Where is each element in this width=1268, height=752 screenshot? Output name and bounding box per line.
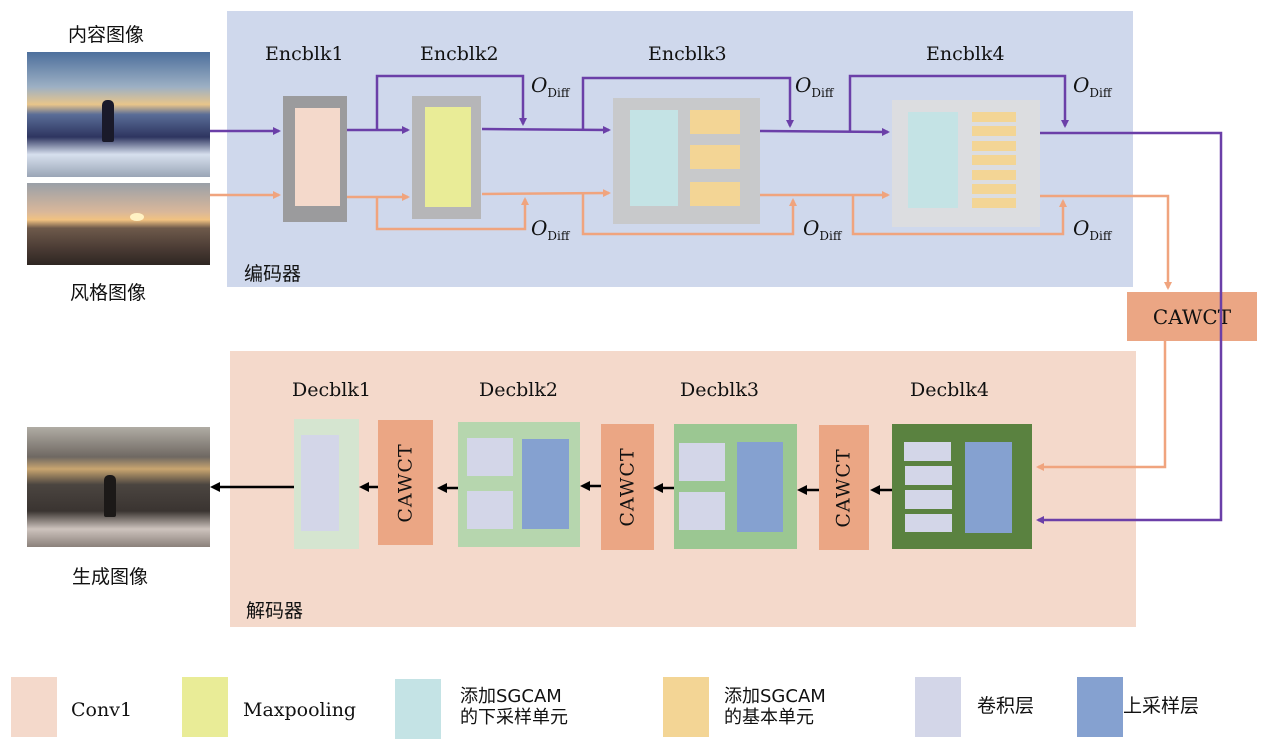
content-path: [759, 127, 890, 136]
downsample-sgcam-unit: [908, 112, 958, 208]
conv-layer: [905, 490, 952, 509]
odiff-label: ODiff: [803, 216, 842, 243]
decblk1-title: Decblk1: [292, 379, 371, 401]
encblk1-title: Encblk1: [265, 43, 344, 65]
odiff-skip-path: [375, 74, 527, 130]
content-image-label: 内容图像: [68, 24, 145, 46]
style-path: [481, 189, 611, 198]
legend-swatch-downsample-sgcam: [395, 679, 441, 739]
sgcam-basic-unit: [972, 184, 1016, 194]
encoder-label: 编码器: [244, 263, 302, 285]
sgcam-basic-unit: [972, 141, 1016, 151]
conv-layer: [301, 435, 339, 531]
upsample-layer: [965, 442, 1012, 533]
decblk4: [892, 424, 1032, 549]
decblk4-title: Decblk4: [910, 379, 989, 401]
odiff-label: ODiff: [531, 73, 570, 100]
conv-layer: [905, 466, 952, 485]
odiff-skip-path: [848, 74, 1069, 132]
odiff-skip-path: [851, 195, 1067, 236]
upsample-layer: [737, 442, 783, 532]
encblk4: [892, 100, 1040, 227]
maxpooling-unit: [425, 107, 471, 207]
legend-swatch-sgcam-basic: [663, 677, 709, 737]
conv-layer: [467, 438, 513, 476]
sgcam-basic-unit: [972, 198, 1016, 208]
legend-swatch-upsample-layer: [1077, 677, 1123, 737]
odiff-label: ODiff: [531, 216, 570, 243]
legend-label-upsample-layer: 上采样层: [1123, 695, 1200, 717]
conv-layer: [467, 491, 513, 529]
content-path: [1036, 131, 1223, 524]
encblk3-title: Encblk3: [648, 43, 727, 65]
decoder-label: 解码器: [246, 600, 304, 622]
odiff-label: ODiff: [1073, 216, 1112, 243]
cawct-module: CAWCT: [819, 425, 869, 550]
odiff-skip-path: [375, 197, 529, 231]
sgcam-basic-unit: [972, 126, 1016, 136]
conv-layer: [904, 442, 951, 461]
sgcam-basic-unit: [972, 112, 1016, 122]
upsample-layer: [522, 439, 569, 529]
legend-label-conv-layer: 卷积层: [977, 695, 1035, 717]
style-image: [27, 183, 210, 265]
conv-layer: [905, 514, 952, 532]
style-image-label: 风格图像: [70, 282, 147, 304]
generated-image-label: 生成图像: [72, 566, 149, 588]
encblk3: [613, 98, 760, 224]
encblk2: [412, 96, 481, 219]
content-path: [481, 125, 611, 134]
conv1-unit: [295, 108, 340, 206]
sgcam-basic-unit: [972, 170, 1016, 180]
legend-label-maxpooling: Maxpooling: [243, 699, 357, 721]
encblk2-title: Encblk2: [420, 43, 499, 65]
conv-layer: [679, 492, 725, 530]
decblk1: [294, 419, 359, 549]
style-path: [1036, 341, 1167, 471]
decblk3: [674, 424, 797, 549]
cawct-module: CAWCT: [601, 424, 654, 550]
sgcam-basic-unit: [690, 145, 740, 169]
generated-image: [27, 427, 210, 547]
conv-layer: [679, 443, 725, 481]
sgcam-basic-unit: [690, 182, 740, 206]
odiff-skip-path: [581, 194, 797, 236]
legend-swatch-conv1: [11, 677, 57, 737]
legend-swatch-maxpooling: [182, 677, 228, 737]
encblk1: [283, 96, 347, 222]
cawct-module: CAWCT: [1127, 292, 1257, 341]
odiff-label: ODiff: [795, 73, 834, 100]
cawct-module: CAWCT: [378, 420, 433, 545]
content-image: [27, 52, 210, 177]
sgcam-basic-unit: [972, 155, 1016, 165]
legend-label-conv1: Conv1: [71, 699, 133, 721]
odiff-label: ODiff: [1073, 73, 1112, 100]
legend-swatch-conv-layer: [915, 677, 961, 737]
odiff-skip-path: [581, 76, 794, 130]
downsample-sgcam-unit: [630, 110, 678, 206]
sgcam-basic-unit: [690, 110, 740, 134]
decblk2-title: Decblk2: [479, 379, 558, 401]
decblk3-title: Decblk3: [680, 379, 759, 401]
decblk2: [458, 422, 580, 547]
encblk4-title: Encblk4: [926, 43, 1005, 65]
style-path: [1040, 194, 1172, 290]
